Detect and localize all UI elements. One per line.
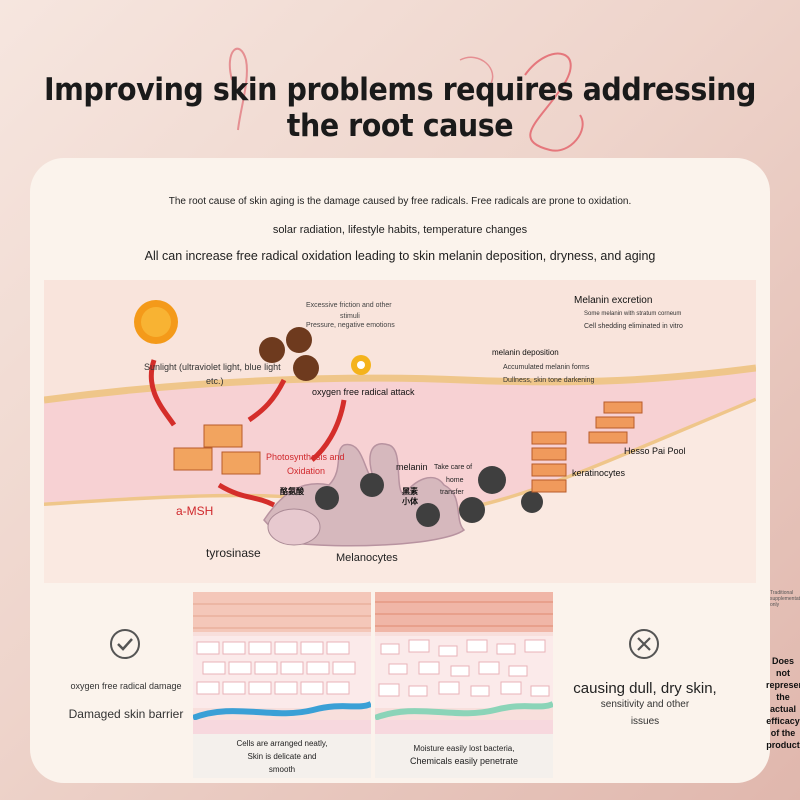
label-cn-1: 酪氨酸 bbox=[280, 487, 304, 496]
label-cn-3: 小体 bbox=[402, 497, 418, 506]
label-keratinocytes: keratinocytes bbox=[572, 468, 626, 478]
label-deposition-sub2: Dullness, skin tone darkening bbox=[503, 377, 595, 384]
healthy-caption-1: Cells are arranged neatly, bbox=[236, 739, 328, 748]
label-pressure: Pressure, negative emotions bbox=[306, 322, 395, 329]
notice-line-6: of the bbox=[770, 728, 796, 738]
decorative-swirl bbox=[228, 47, 584, 152]
notice-line-2: represent bbox=[766, 680, 800, 690]
label-tyrosinase: tyrosinase bbox=[206, 546, 261, 560]
label-stimuli: stimuli bbox=[340, 313, 360, 320]
tiny-note: Traditional supplementation only bbox=[770, 590, 800, 608]
notice-line-5: efficacy bbox=[766, 716, 800, 726]
sun-icon bbox=[134, 300, 178, 344]
left-line-2: Damaged skin barrier bbox=[68, 707, 184, 721]
label-melanin: melanin bbox=[396, 462, 428, 472]
intro-line-2: solar radiation, lifestyle habits, tempe… bbox=[272, 224, 528, 236]
notice-line-7: product bbox=[766, 740, 800, 750]
label-take-care-2: home bbox=[446, 477, 464, 484]
label-oxidation: Oxidation bbox=[287, 466, 326, 476]
right-line-2: sensitivity and other bbox=[600, 699, 690, 710]
damaged-caption: Moisture easily lost bacteria, Chemicals… bbox=[375, 734, 553, 778]
cross-circle-icon bbox=[629, 629, 659, 659]
healthy-caption: Cells are arranged neatly, Skin is delic… bbox=[193, 734, 371, 778]
label-friction: Excessive friction and other bbox=[306, 302, 392, 309]
label-take-care-3: transfer bbox=[440, 489, 464, 496]
label-cn-2: 黑素 bbox=[402, 487, 418, 496]
check-circle-icon bbox=[110, 629, 140, 659]
right-line-3: issues bbox=[630, 716, 660, 727]
healthy-caption-2: Skin is delicate and bbox=[247, 752, 317, 761]
label-amsh: a-MSH bbox=[176, 504, 214, 518]
notice-line-4: actual bbox=[769, 704, 796, 714]
intro-line-1: The root cause of skin aging is the dama… bbox=[168, 196, 632, 207]
label-melanocytes: Melanocytes bbox=[336, 552, 398, 564]
label-take-care-1: Take care of bbox=[434, 464, 473, 471]
label-excretion: Melanin excretion bbox=[574, 295, 653, 306]
healthy-caption-3: smooth bbox=[268, 765, 296, 774]
label-oxygen-attack: oxygen free radical attack bbox=[312, 387, 415, 397]
intro-line-3: All can increase free radical oxidation … bbox=[144, 249, 656, 263]
label-deposition-sub1: Accumulated melanin forms bbox=[503, 364, 590, 371]
skin-illustration bbox=[44, 300, 756, 583]
label-photosynthesis: Photosynthesis and bbox=[266, 452, 345, 462]
melanin-diagram: Sunlight (ultraviolet light, blue light … bbox=[44, 280, 756, 583]
label-excretion-sub1: Some melanin with stratum corneum bbox=[584, 311, 682, 317]
label-sunlight-etc: etc.) bbox=[206, 376, 224, 386]
healthy-skin-panel: Cells are arranged neatly, Skin is delic… bbox=[193, 592, 371, 778]
damaged-skin-panel: Moisture easily lost bacteria, Chemicals… bbox=[375, 592, 553, 778]
label-excretion-sub2: Cell shedding eliminated in vitro bbox=[584, 323, 683, 330]
label-sunlight: Sunlight (ultraviolet light, blue light bbox=[144, 362, 281, 372]
damaged-caption-2: Chemicals easily penetrate bbox=[409, 756, 519, 766]
left-line-1: oxygen free radical damage bbox=[70, 681, 182, 691]
notice-line-3: the bbox=[776, 692, 790, 702]
notice-line-1: Does not bbox=[771, 656, 794, 678]
right-line-1: causing dull, dry skin, bbox=[573, 680, 717, 697]
damaged-caption-1: Moisture easily lost bacteria, bbox=[413, 744, 515, 753]
label-deposition: melanin deposition bbox=[492, 348, 559, 357]
efficacy-notice: Does not represent the actual efficacy o… bbox=[766, 655, 800, 751]
page-title: Improving skin problems requires address… bbox=[44, 72, 756, 144]
label-hesso: Hesso Pai Pool bbox=[624, 446, 686, 456]
